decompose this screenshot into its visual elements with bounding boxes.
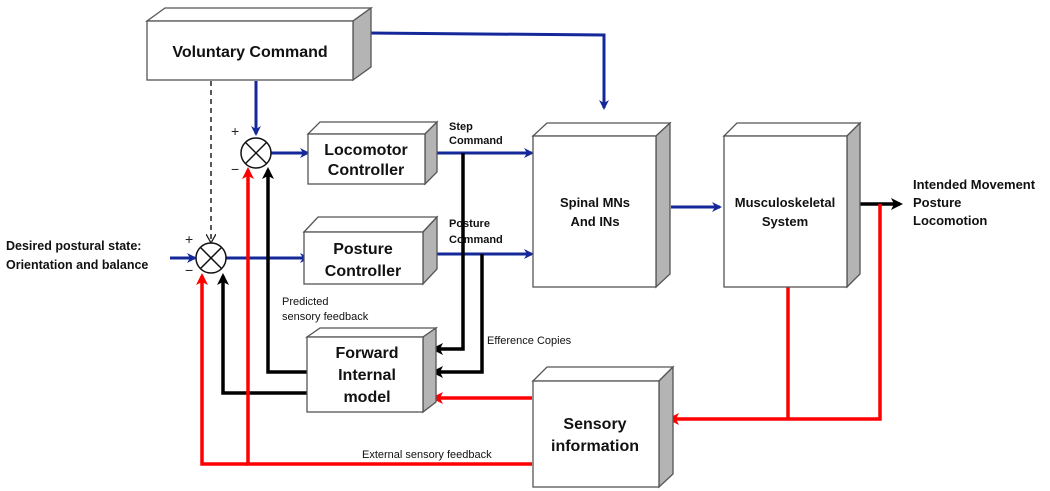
efference-copies-label: Efference Copies	[487, 335, 572, 347]
external-feedback-to-sum2	[196, 273, 248, 466]
posture-command-label-1: Posture	[449, 218, 490, 230]
input-label-1: Desired postural state:	[6, 239, 141, 253]
output-label-2: Posture	[913, 195, 961, 210]
predicted-feedback-to-sum1	[262, 167, 307, 374]
predicted-feedback-to-sum2	[217, 273, 307, 395]
spinal-label-1: Spinal MNs	[560, 195, 630, 210]
connections	[170, 31, 903, 466]
musculoskeletal-label-1: Musculoskeletal	[735, 195, 835, 210]
forward-model-label-3: model	[343, 389, 390, 406]
voluntary-to-spinal-arrow	[367, 31, 609, 110]
sum1-minus-sign: −	[231, 161, 239, 177]
voluntary-command-label: Voluntary Command	[172, 44, 327, 61]
output-label-1: Intended Movement	[913, 177, 1036, 192]
sum-junction-locomotor: + −	[231, 123, 272, 177]
musculoskeletal-label-2: System	[762, 214, 808, 229]
forward-model-block: Forward Internal model	[304, 326, 439, 414]
sum-junction-posture: + −	[185, 231, 227, 278]
locomotor-controller-block: Locomotor Controller	[306, 120, 439, 186]
input-label-2: Orientation and balance	[6, 258, 148, 272]
output-to-sensory-feedback	[667, 204, 882, 425]
sum1-plus-sign: +	[231, 123, 239, 139]
sensory-label-1: Sensory	[563, 416, 626, 433]
posture-controller-label-2: Controller	[325, 263, 401, 280]
step-command-label-1: Step	[449, 121, 473, 133]
output-label-3: Locomotion	[913, 213, 987, 228]
musculoskeletal-block: Musculoskeletal System	[722, 121, 862, 289]
locomotor-controller-label-2: Controller	[328, 162, 404, 179]
spinal-label-2: And INs	[570, 214, 619, 229]
sensory-block: Sensory information	[531, 365, 675, 489]
forward-model-label-1: Forward	[335, 345, 398, 362]
posture-controller-block: Posture Controller	[302, 215, 439, 286]
posture-command-label-2: Command	[449, 234, 503, 246]
external-feedback-label: External sensory feedback	[362, 449, 492, 461]
spinal-block: Spinal MNs And INs	[531, 121, 672, 289]
sensory-label-2: information	[551, 438, 639, 455]
locomotor-controller-label-1: Locomotor	[324, 142, 408, 159]
step-command-label-2: Command	[449, 135, 503, 147]
sum2-minus-sign: −	[185, 262, 193, 278]
predicted-feedback-label-2: sensory feedback	[282, 311, 369, 323]
predicted-feedback-label-1: Predicted	[282, 296, 328, 308]
efference-copy-step	[431, 153, 465, 355]
voluntary-command-block: Voluntary Command	[144, 6, 374, 82]
efference-copy-posture	[431, 254, 484, 378]
forward-model-label-2: Internal	[338, 367, 396, 384]
sum2-plus-sign: +	[185, 231, 193, 247]
posture-controller-label-1: Posture	[333, 241, 393, 258]
